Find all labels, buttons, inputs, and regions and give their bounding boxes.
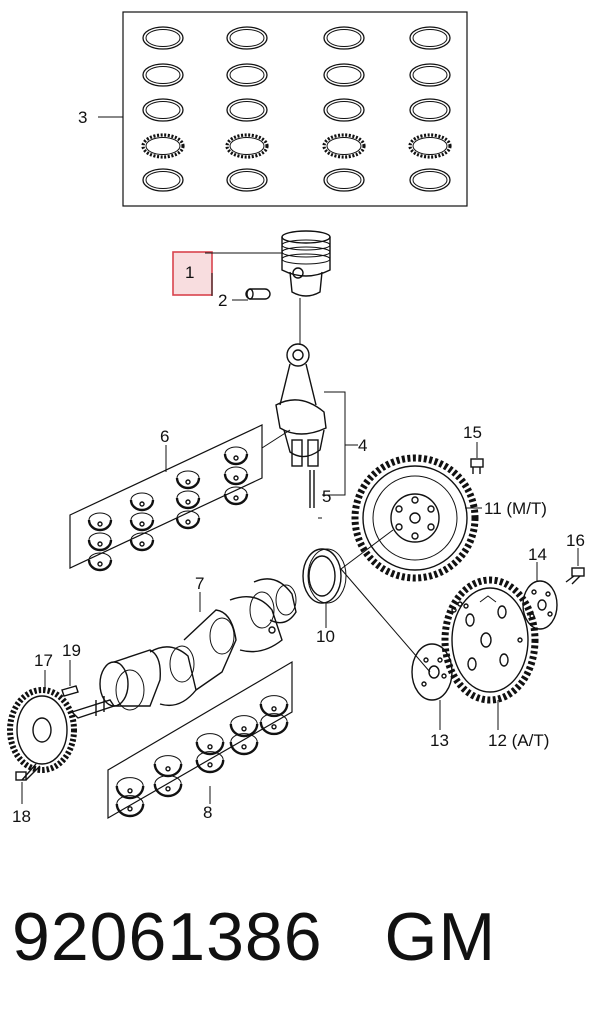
rod-bearing-shell — [175, 470, 201, 490]
parts-diagram: 3 1 2 6 4 5 15 11 (M/T) 14 16 7 10 19 17… — [7, 11, 585, 826]
bearing-box-6 — [69, 424, 263, 569]
piston-ring — [226, 98, 268, 122]
callout-18: 18 — [12, 807, 31, 826]
callout-16: 16 — [566, 531, 585, 550]
leader-rod-bearing — [261, 429, 291, 449]
ring-grid — [141, 26, 452, 192]
piston-pin — [245, 288, 271, 300]
callout-5: 5 — [322, 487, 331, 506]
piston-ring — [226, 26, 268, 50]
piston — [281, 230, 331, 297]
piston-ring — [142, 98, 184, 122]
piston-ring — [323, 168, 365, 192]
piston-ring-set — [98, 11, 468, 207]
piston-ring — [322, 133, 366, 159]
rod-bearing-shell — [223, 446, 249, 466]
main-bearing-shell — [229, 733, 259, 756]
adapter-plate — [411, 643, 453, 701]
spacer-14 — [522, 580, 558, 630]
callout-4: 4 — [358, 436, 367, 455]
piston-ring — [408, 133, 452, 159]
main-bearing-shell — [195, 751, 225, 774]
leader-seal-plate — [340, 568, 431, 673]
main-bearing-shell — [195, 733, 225, 756]
callout-8: 8 — [203, 803, 212, 822]
callout-2: 2 — [218, 291, 227, 310]
main-bearing-shell — [259, 713, 289, 736]
callout-10: 10 — [316, 627, 335, 646]
piston-ring — [323, 98, 365, 122]
piston-ring — [409, 168, 451, 192]
piston-ring — [226, 168, 268, 192]
bolt-18 — [15, 763, 41, 781]
bolt-15 — [470, 458, 484, 474]
main-bearing-set — [107, 660, 293, 820]
callout-14: 14 — [528, 545, 547, 564]
piston-ring — [142, 26, 184, 50]
callout-1: 1 — [185, 263, 194, 282]
ring-set-frame — [122, 11, 468, 207]
piston-ring — [323, 63, 365, 87]
rod-bearing-shell — [129, 532, 155, 552]
callout-13: 13 — [430, 731, 449, 750]
callout-17: 17 — [34, 651, 53, 670]
piston-ring — [323, 26, 365, 50]
footer-caption: 92061386 GM — [12, 898, 592, 1008]
main-bearing-shell — [229, 715, 259, 738]
rod-bearing-shell — [175, 510, 201, 530]
rod-bearing-shell — [129, 492, 155, 512]
piston-ring — [141, 133, 185, 159]
callout-3: 3 — [78, 108, 87, 127]
piston-ring — [409, 98, 451, 122]
oil-seal — [302, 548, 347, 604]
brand-name: GM — [384, 899, 497, 975]
flexplate-at — [441, 576, 539, 704]
connecting-rod — [275, 343, 327, 508]
leader-4 — [322, 391, 358, 496]
main-bearing-shell — [115, 795, 145, 818]
piston-ring — [142, 168, 184, 192]
rod-bearing-shell — [223, 486, 249, 506]
flywheel-mt — [351, 454, 479, 582]
callout-7: 7 — [195, 574, 204, 593]
rod-bearing-set — [69, 424, 263, 572]
callout-12: 12 (A/T) — [488, 731, 549, 750]
bolt-16 — [565, 567, 585, 585]
callout-6: 6 — [160, 427, 169, 446]
callouts: 3 1 2 6 4 5 15 11 (M/T) 14 16 7 10 19 17… — [12, 108, 585, 826]
woodruff-key — [61, 685, 79, 697]
piston-ring — [226, 63, 268, 87]
rod-bearing-shell — [175, 490, 201, 510]
crank-sprocket — [7, 687, 77, 773]
main-bearing-shell — [153, 755, 183, 778]
piston-ring — [409, 63, 451, 87]
rod-bearing-shell — [87, 552, 113, 572]
main-bearing-shell — [259, 695, 289, 718]
callout-19: 19 — [62, 641, 81, 660]
piston-ring — [409, 26, 451, 50]
crankshaft — [70, 578, 297, 719]
leader-seal-flywheel — [340, 529, 394, 570]
rod-bearing-shell — [129, 512, 155, 532]
piston-ring — [142, 63, 184, 87]
part-number: 92061386 — [12, 899, 323, 975]
callout-11: 11 (M/T) — [484, 499, 547, 518]
main-bearing-shell — [115, 777, 145, 800]
bearing-box-8 — [107, 660, 293, 820]
main-bearing-shells — [115, 695, 289, 818]
main-bearing-shell — [153, 775, 183, 798]
rod-bearing-shell — [87, 512, 113, 532]
piston-ring — [225, 133, 269, 159]
rod-bearing-shell — [223, 466, 249, 486]
callout-15: 15 — [463, 423, 482, 442]
rod-bearing-shell — [87, 532, 113, 552]
rod-bearing-shells — [87, 446, 249, 572]
